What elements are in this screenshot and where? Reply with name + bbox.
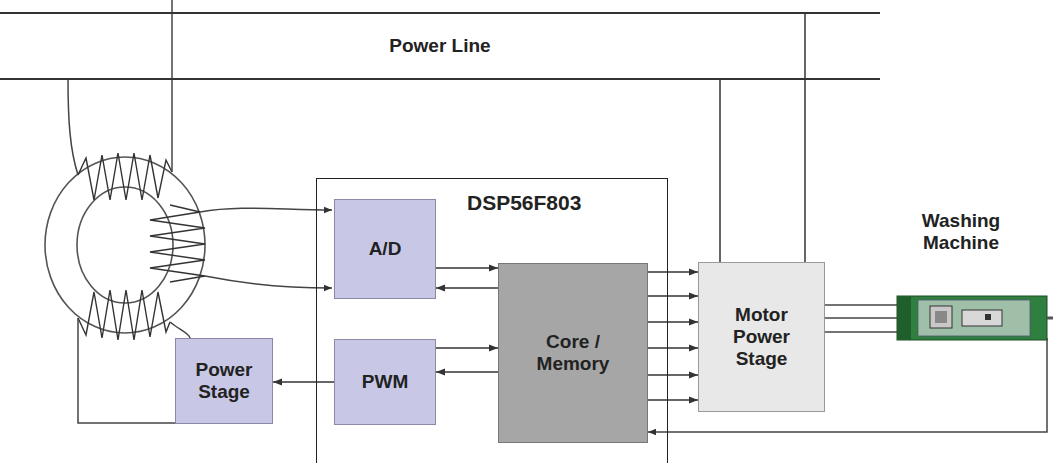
motor-shaft: [1047, 317, 1053, 320]
adc-block: A/D: [334, 199, 436, 299]
motor-phase-wire: [825, 317, 897, 319]
power-stage-box: Power Stage: [175, 338, 273, 424]
block-label: PWM: [362, 371, 408, 393]
toroid-outer: [45, 157, 205, 333]
motor-detail: [985, 314, 991, 320]
coil-to-power-stage-wire: [78, 318, 175, 423]
sense-wire: [200, 208, 332, 212]
primary-winding-top: [78, 153, 172, 200]
washing-machine-label: Washing Machine: [905, 210, 1017, 254]
washing-machine-motor: [897, 296, 1053, 340]
signal-arrow: [436, 267, 498, 269]
power-line-band: Power Line: [0, 12, 880, 80]
dsp-chip-box: DSP56F803A/D Core / MemoryPWM: [316, 178, 668, 463]
block-label: A/D: [369, 238, 402, 260]
signal-arrow: [436, 347, 498, 349]
secondary-winding: [150, 205, 205, 282]
coil-to-power-stage-wire: [170, 322, 190, 338]
motor-power-stage-box: Motor Power Stage: [698, 262, 825, 412]
motor-endcap: [897, 296, 911, 340]
supply-wire: [804, 12, 806, 262]
signal-arrow: [436, 371, 498, 373]
block-label: Power Line: [389, 35, 490, 57]
motor-detail: [930, 306, 952, 328]
wires: [68, 0, 1047, 432]
supply-wire: [719, 80, 721, 262]
pwm-block: PWM: [334, 339, 436, 425]
core-memory-block: Core / Memory: [498, 263, 648, 443]
signal-arrow: [648, 295, 698, 297]
signal-arrow: [648, 347, 698, 349]
sense-wire: [205, 276, 332, 288]
motor-detail: [935, 311, 947, 323]
motor-panel: [918, 300, 1030, 336]
block-label: Power Stage: [184, 359, 264, 403]
signal-arrow: [648, 271, 698, 273]
coil-to-power-line-wire: [68, 80, 78, 175]
coil-windings: [78, 153, 205, 340]
coil-to-power-line-wire: [171, 0, 173, 172]
motor-phase-wire: [825, 331, 897, 333]
toroid-core: [45, 157, 205, 333]
chip-name: DSP56F803: [467, 191, 581, 215]
block-label: Core / Memory: [528, 331, 618, 375]
signal-arrow: [273, 381, 334, 383]
signal-arrow: [648, 374, 698, 376]
signal-arrow: [648, 321, 698, 323]
block-label: Motor Power Stage: [712, 304, 812, 370]
signal-arrow: [648, 399, 698, 401]
signal-arrow: [436, 287, 498, 289]
motor-body: [897, 296, 1047, 340]
primary-winding-bottom: [78, 290, 170, 340]
motor-detail: [962, 310, 1002, 326]
motor-phase-wire: [825, 304, 897, 306]
toroid-inner: [77, 187, 173, 303]
